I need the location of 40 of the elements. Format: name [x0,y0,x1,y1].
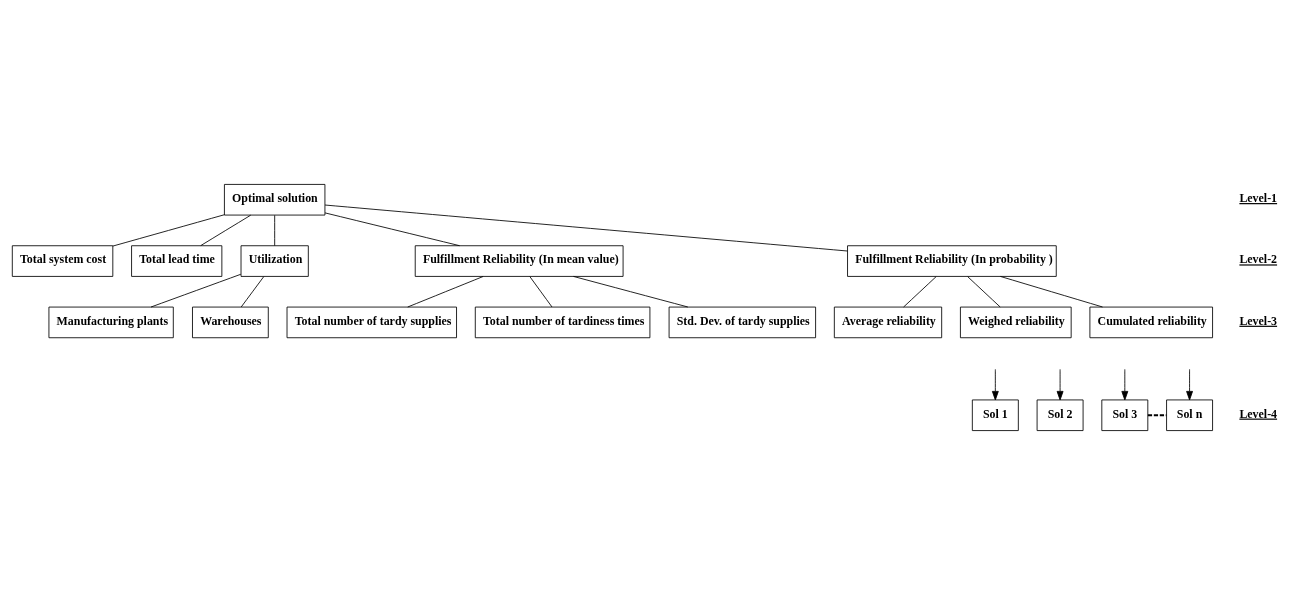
node-box: Sol 2 [1036,399,1084,431]
node-box: Fulfillment Reliability (In probability ) [847,245,1057,277]
arrow [1121,368,1129,401]
node-box: Average reliability [833,306,943,339]
connector [274,214,276,247]
label: Level-4 [1239,406,1278,421]
node-box: Fulfillment Reliability (In mean value) [414,245,624,277]
connector [112,214,225,247]
node-box: Total lead time [131,245,223,277]
node-box: Warehouses [192,306,269,339]
connector [200,214,252,246]
node-box: Optimal solution [224,184,326,216]
label: Level-2 [1239,252,1278,267]
connector [1147,414,1167,417]
connector [967,276,1001,308]
label: Level-3 [1239,313,1278,328]
connector [573,276,689,308]
arrow [1056,368,1064,401]
node-box: Utilization [240,245,309,277]
connector [150,273,242,308]
connector [999,276,1103,308]
node-box: Sol 1 [971,399,1019,431]
connector [407,276,484,308]
node-box: Sol 3 [1101,399,1149,431]
node-box: Weighed reliability [960,306,1072,339]
arrow [1186,368,1193,401]
connector [324,212,461,247]
connector [240,276,265,308]
node-box: Cumulated reliability [1089,306,1213,339]
connector [324,204,848,252]
label: Level-1 [1239,191,1278,206]
connector [529,276,553,308]
node-box: Std. Dev. of tardy supplies [668,306,817,339]
node-box: Sol n [1166,399,1213,431]
node-box: Manufacturing plants [48,306,174,339]
node-box: Total number of tardiness times [474,306,651,339]
connector [903,276,937,308]
node-box: Total number of tardy supplies [286,306,457,339]
node-box: Total system cost [11,245,114,277]
arrow [991,368,999,401]
